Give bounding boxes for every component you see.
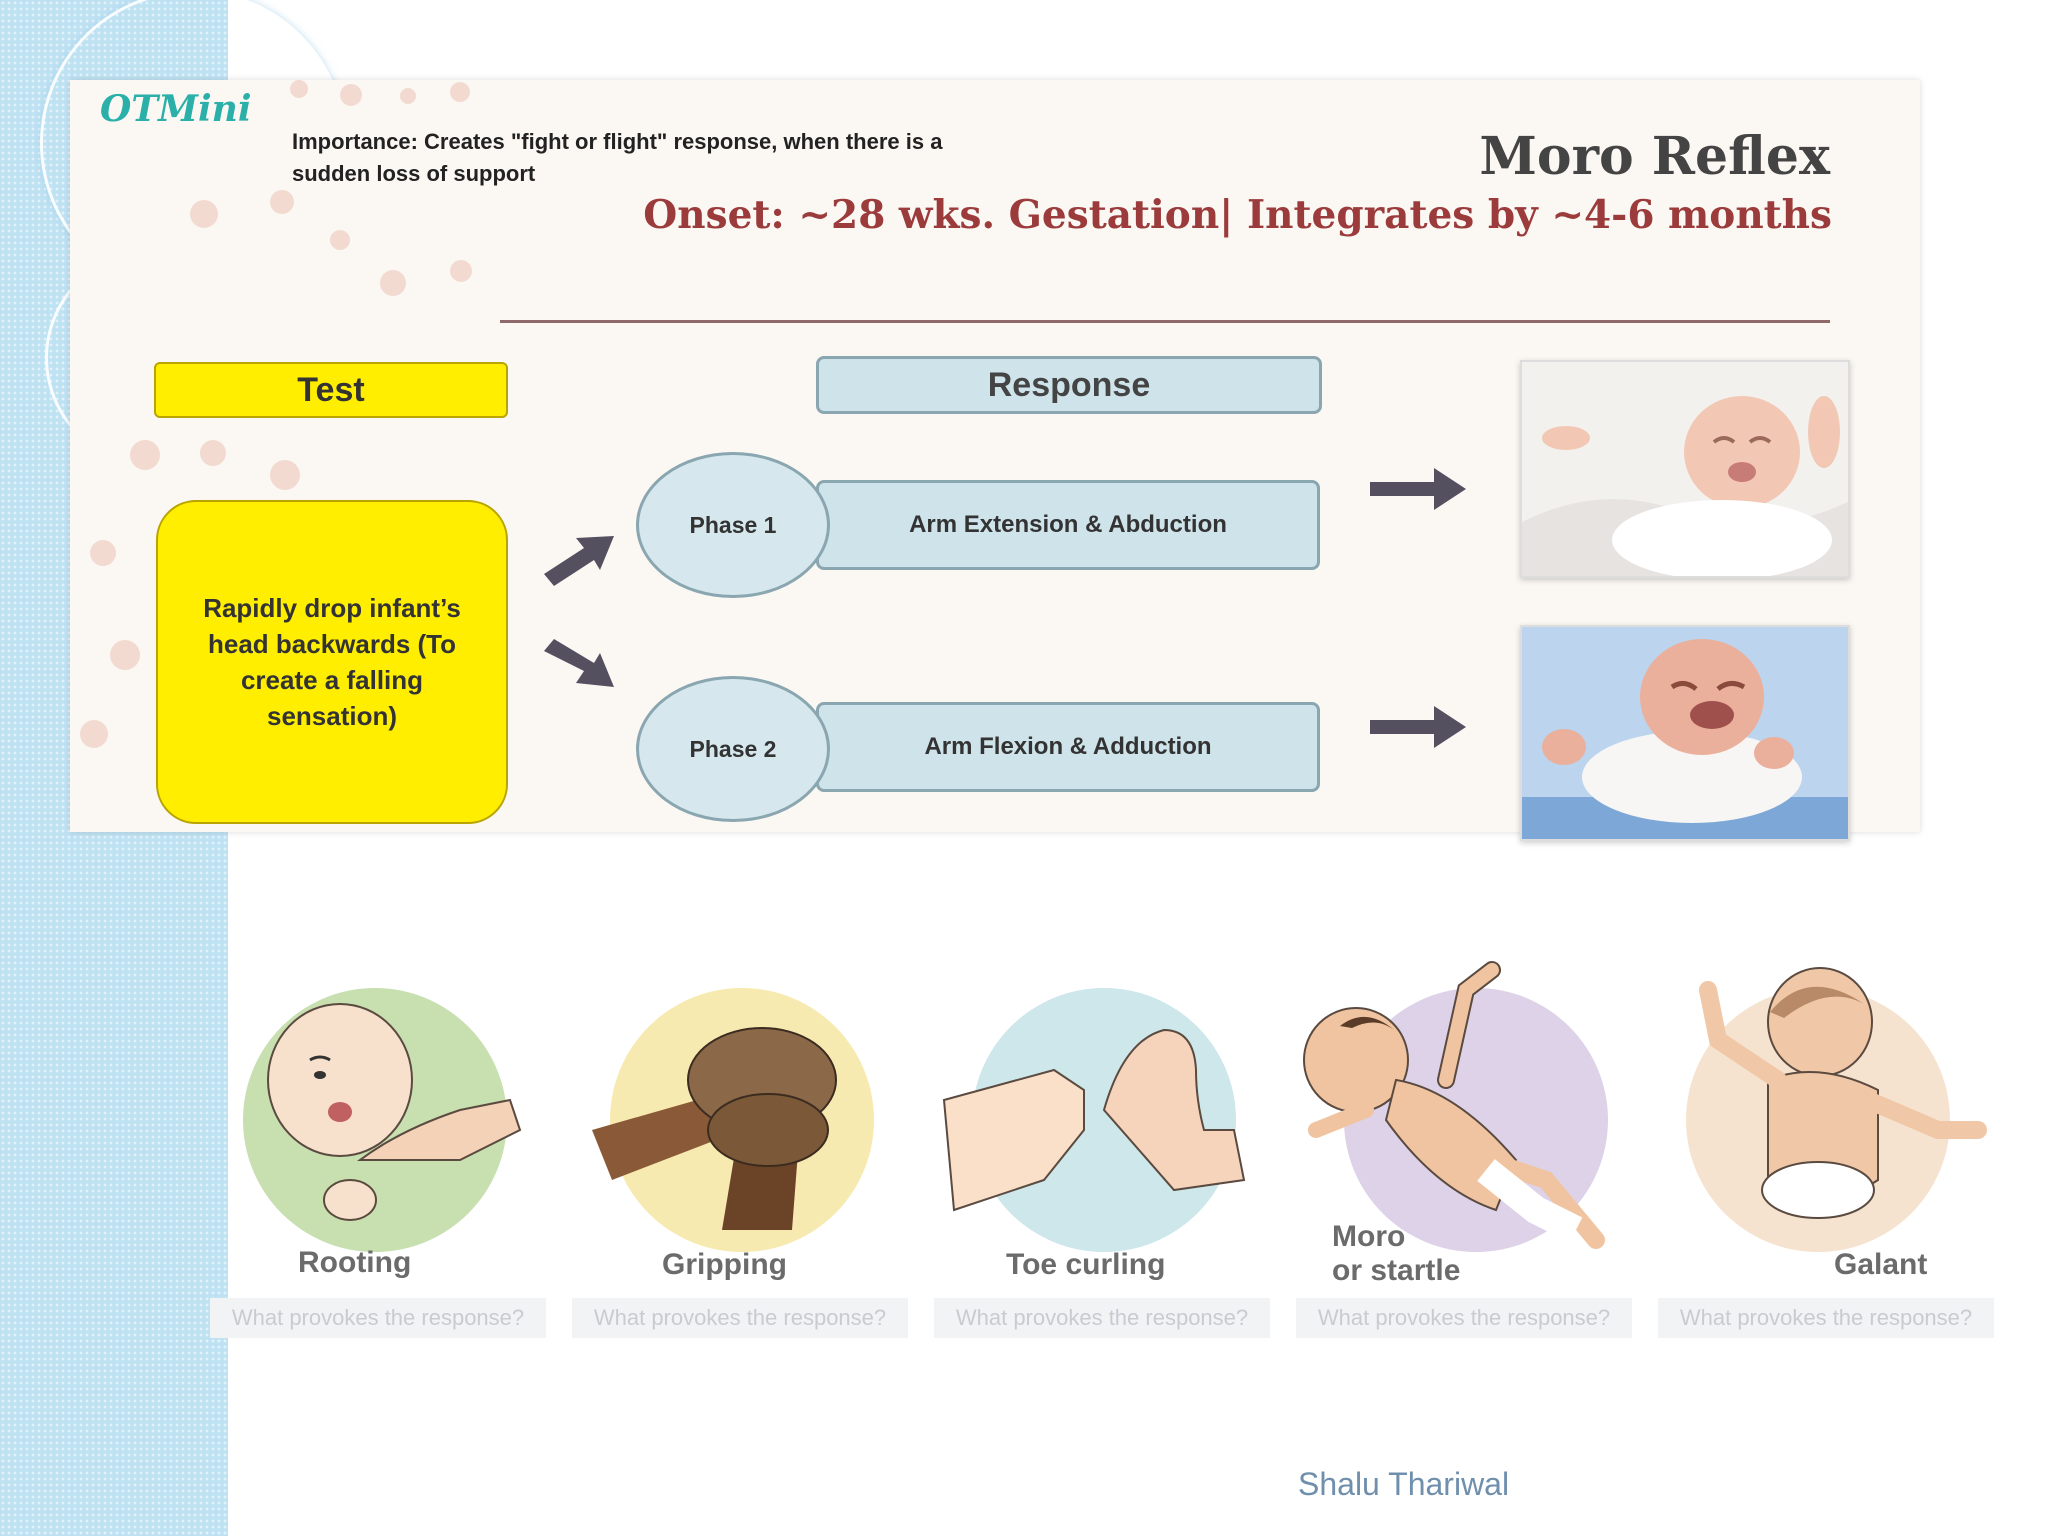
moro-illustration xyxy=(1303,961,1608,1252)
author-name: Shalu Thariwal xyxy=(1298,1466,1510,1502)
arrow-right-icon xyxy=(1370,706,1466,748)
toe-curling-illustration xyxy=(942,988,1246,1252)
onset-text: Onset: ~28 wks. Gestation| Integrates by… xyxy=(643,192,1832,238)
response-header: Response xyxy=(816,356,1322,414)
reflex-rooting: Rooting What provokes the response? xyxy=(210,930,550,1350)
test-description: Rapidly drop infant’s head backwards (To… xyxy=(156,500,508,824)
reflex-name: Toe curling xyxy=(1006,1248,1166,1281)
arrow-right-icon xyxy=(1370,468,1466,510)
reflex-illustrations: Rooting What provokes the response? Grip… xyxy=(210,930,2000,1350)
phase-1-response-text: Arm Extension & Abduction xyxy=(909,511,1227,538)
test-header: Test xyxy=(154,362,508,418)
arrow-down-right-icon xyxy=(544,639,614,687)
reflex-name: Gripping xyxy=(662,1248,787,1281)
phase-2-response-text: Arm Flexion & Adduction xyxy=(924,733,1212,760)
page-title: Moro Reflex xyxy=(1479,126,1830,187)
gripping-illustration xyxy=(592,988,874,1252)
reflex-moro: Moro or startle What provokes the respon… xyxy=(1296,930,1636,1350)
phase-1-response: Arm Extension & Abduction xyxy=(816,480,1320,570)
reflex-prompt: What provokes the response? xyxy=(1296,1298,1632,1338)
importance-text: Importance: Creates "fight or flight" re… xyxy=(292,129,943,186)
reflex-prompt: What provokes the response? xyxy=(572,1298,908,1338)
reflex-prompt: What provokes the response? xyxy=(210,1298,546,1338)
reflex-name: Moro or startle xyxy=(1332,1220,1461,1287)
moro-reflex-slide-image: OTMini Importance: Creates "fight or fli… xyxy=(70,80,1920,841)
phase-2-circle: Phase 2 xyxy=(636,676,830,822)
galant-illustration xyxy=(1686,967,1987,1252)
baby-extension-photo xyxy=(1520,360,1850,578)
reflex-name: Galant xyxy=(1834,1248,1928,1281)
phase-2-label: Phase 2 xyxy=(689,735,777,762)
otmini-logo: OTMini xyxy=(100,88,252,130)
rooting-illustration xyxy=(243,988,522,1252)
phase-1-circle: Phase 1 xyxy=(636,452,830,598)
phase-2-response: Arm Flexion & Adduction xyxy=(816,702,1320,792)
divider xyxy=(500,320,1830,323)
test-description-text: Rapidly drop infant’s head backwards (To… xyxy=(203,593,461,731)
reflex-galant: Galant What provokes the response? xyxy=(1658,930,1998,1350)
arrow-up-right-icon xyxy=(544,536,614,586)
reflex-prompt: What provokes the response? xyxy=(1658,1298,1994,1338)
reflex-prompt: What provokes the response? xyxy=(934,1298,1270,1338)
phase-1-label: Phase 1 xyxy=(689,511,777,538)
reflex-toe-curling: Toe curling What provokes the response? xyxy=(934,930,1274,1350)
reflex-name: Rooting xyxy=(298,1246,412,1279)
baby-flexion-photo xyxy=(1520,625,1850,841)
reflex-gripping: Gripping What provokes the response? xyxy=(572,930,912,1350)
